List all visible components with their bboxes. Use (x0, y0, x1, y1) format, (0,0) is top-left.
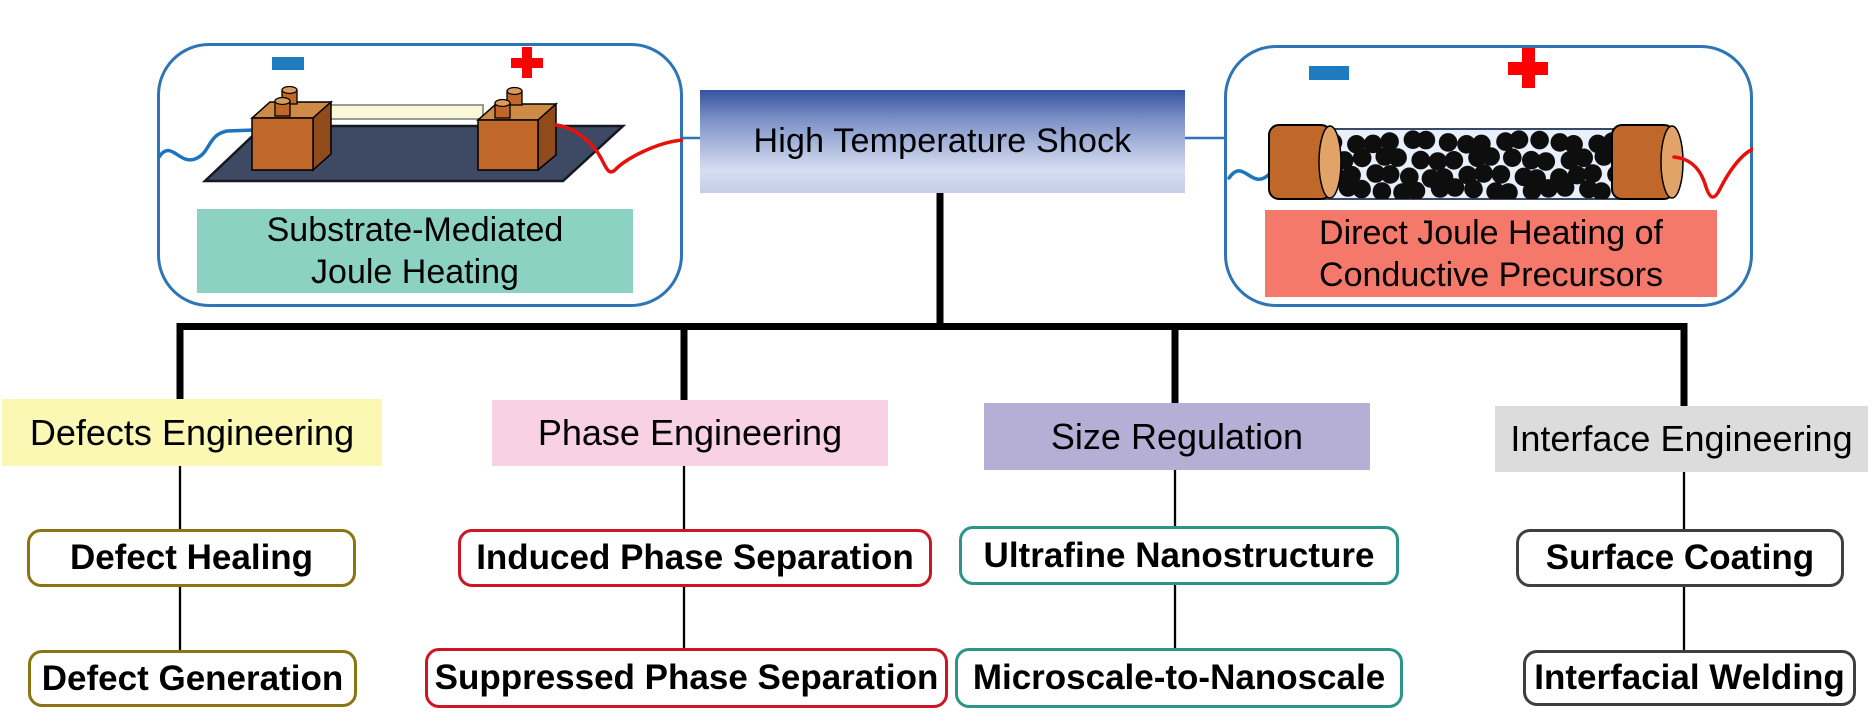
precursor-particles (1324, 130, 1624, 199)
outcome-label: Ultrafine Nanostructure (983, 535, 1375, 575)
outcome-label: Surface Coating (1545, 538, 1815, 577)
direct-heating-device-illustration (1227, 124, 1753, 200)
outcome-induced-phase-separation: Induced Phase Separation (458, 529, 932, 587)
high-temperature-shock-box: High Temperature Shock (700, 90, 1185, 193)
plus-terminal-icon (1508, 48, 1548, 88)
direct-heating-line1: Direct Joule Heating of (1319, 213, 1663, 252)
outcome-label: Microscale-to-Nanoscale (972, 658, 1386, 697)
outcome-defect-healing: Defect Healing (27, 529, 356, 587)
branch-header-defects-engineering: Defects Engineering (2, 399, 382, 466)
right-copper-cap (1611, 124, 1684, 200)
substrate-method-line1: Substrate-Mediated (266, 211, 564, 249)
left-electrode-block (250, 85, 333, 172)
outcome-ultrafine-nanostructure: Ultrafine Nanostructure (959, 526, 1399, 585)
minus-terminal-icon (1309, 66, 1349, 80)
substrate-method-label: Substrate-Mediated Joule Heating (197, 209, 633, 293)
sample-strip (312, 104, 484, 120)
high-temperature-shock-title: High Temperature Shock (753, 122, 1132, 160)
direct-heating-label: Direct Joule Heating of Conductive Precu… (1265, 210, 1717, 297)
outcome-surface-coating: Surface Coating (1516, 529, 1844, 587)
left-copper-cap (1268, 124, 1342, 200)
outcome-label: Interfacial Welding (1534, 658, 1845, 697)
positive-wire (1672, 147, 1753, 199)
outcome-label: Suppressed Phase Separation (434, 658, 939, 697)
substrate-method-line2: Joule Heating (311, 253, 519, 291)
branch-header-size-regulation: Size Regulation (984, 403, 1370, 470)
negative-wire (157, 128, 256, 162)
branch-label: Size Regulation (1050, 415, 1304, 457)
outcome-defect-generation: Defect Generation (28, 650, 357, 707)
outcome-label: Defect Healing (69, 538, 314, 577)
branch-label: Defects Engineering (29, 411, 355, 453)
positive-wire (554, 123, 683, 174)
branch-label: Interface Engineering (1510, 418, 1853, 459)
substrate-device-illustration (157, 85, 683, 183)
outcome-microscale-to-nanoscale: Microscale-to-Nanoscale (955, 648, 1403, 708)
outcome-label: Induced Phase Separation (476, 538, 914, 577)
minus-terminal-icon (272, 57, 304, 70)
branch-header-interface-engineering: Interface Engineering (1495, 406, 1868, 472)
outcome-label: Defect Generation (41, 658, 344, 698)
outcome-interfacial-welding: Interfacial Welding (1523, 650, 1856, 706)
plus-terminal-icon (511, 47, 543, 78)
outcome-suppressed-phase-separation: Suppressed Phase Separation (425, 648, 948, 708)
direct-heating-line2: Conductive Precursors (1319, 255, 1663, 294)
branch-label: Phase Engineering (537, 412, 843, 453)
branch-header-phase-engineering: Phase Engineering (492, 400, 888, 466)
right-electrode-block (476, 86, 558, 172)
